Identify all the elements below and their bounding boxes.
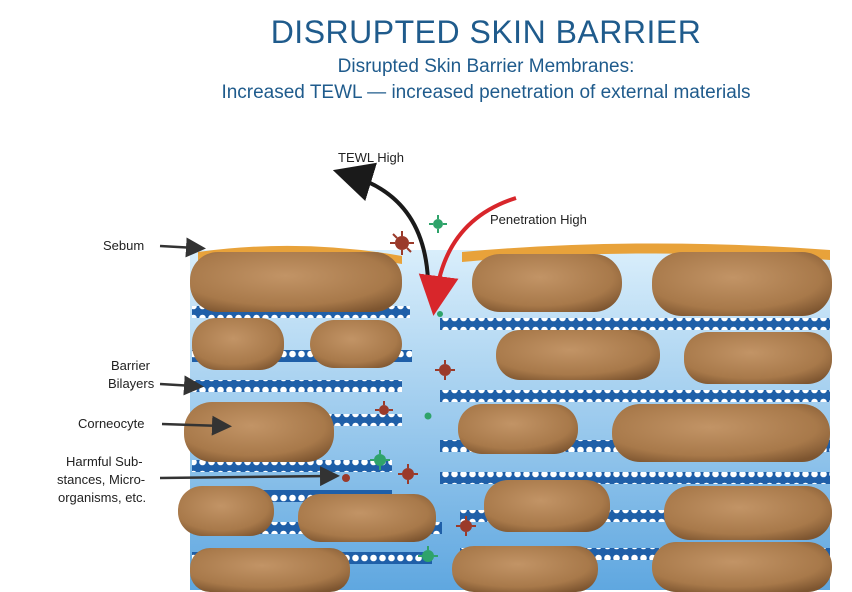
harmful-label-line3: organisms, etc. [58,490,146,505]
harmful-pointer [159,466,340,487]
bilayers-label-line2: Bilayers [108,376,155,391]
penetration-label: Penetration High [490,212,587,227]
corneocyte-label: Corneocyte [78,416,144,431]
sebum-pointer [159,237,206,258]
harmful-label-line2: stances, Micro- [57,472,145,487]
harmful-microbes [342,215,476,562]
bilayers-label-line1: Barrier [111,358,151,373]
tewl-label: TEWL High [338,150,404,165]
bilayers-pointer [159,375,204,396]
subtitle-line-2: Increased TEWL — increased penetration o… [221,82,751,103]
harmful-label-line1: Harmful Sub- [66,454,143,469]
sebum-label: Sebum [103,238,144,253]
page-title: DISRUPTED SKIN BARRIER [270,14,702,50]
tewl-arrow [332,162,430,281]
corneocyte-pointer [161,415,232,436]
penetration-arrow [418,196,517,316]
subtitle-line-1: Disrupted Skin Barrier Membranes: [337,56,635,77]
